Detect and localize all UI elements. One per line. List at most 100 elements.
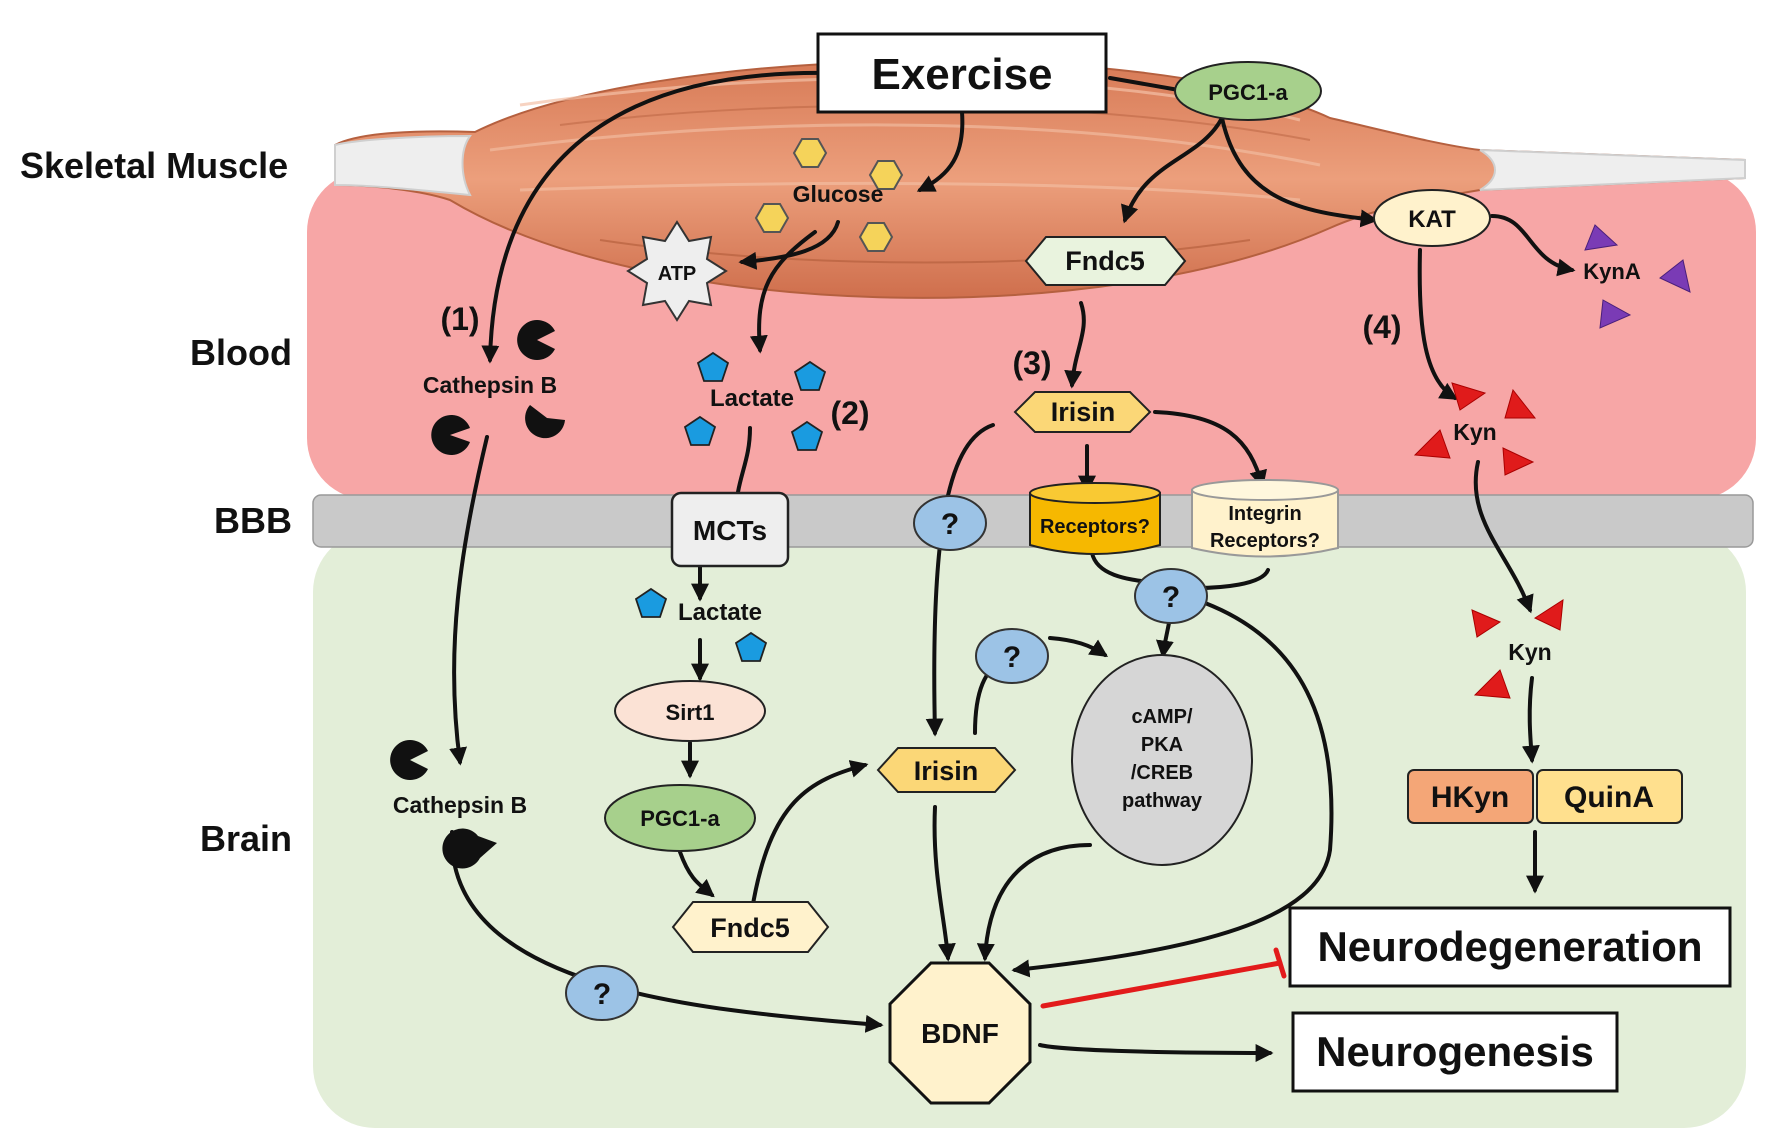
exercise-label: Exercise — [871, 50, 1052, 99]
arrow-pgc1a-fndc5-brain — [678, 850, 715, 898]
mcts-label: MCTs — [693, 515, 767, 546]
fndc5-muscle-node — [1024, 236, 1187, 286]
glucose-molecules — [754, 138, 904, 252]
pentagon-3 — [683, 415, 717, 446]
arrow-fndc5-irisin-brain — [750, 760, 869, 912]
glucose-hexagon-2 — [868, 160, 904, 190]
pacman-3 — [525, 405, 565, 439]
triangle-5 — [1471, 609, 1502, 638]
triangle-3 — [1413, 429, 1451, 459]
question-mark-label: ? — [1003, 641, 1021, 674]
pgc1a-brain-node — [604, 784, 756, 852]
arrow-pgc1a-fndc5 — [1121, 116, 1224, 224]
arrow-q-camp — [1048, 636, 1108, 657]
arrow-exercise-cathepsin — [481, 70, 832, 364]
pacman-1 — [517, 320, 555, 360]
pentagon-2 — [793, 360, 827, 391]
kyn-brain-label: Kyn — [1508, 639, 1551, 665]
exercise-box — [816, 32, 1108, 114]
triangle-10 — [1599, 299, 1632, 329]
question-mark-label: ? — [941, 508, 959, 541]
atp-node — [626, 220, 728, 322]
triangle-1 — [1451, 382, 1487, 411]
pentagon-4 — [790, 420, 824, 451]
neurogenesis-label: Neurogenesis — [1316, 1028, 1594, 1075]
lactate-pentagons-brain — [634, 587, 768, 662]
pentagon-5 — [634, 587, 668, 618]
sirt1-node — [614, 680, 766, 742]
atp-label: ATP — [658, 263, 697, 285]
cathepsin-b-blood-label: Cathepsin B — [423, 372, 557, 398]
quina-label: QuinA — [1564, 781, 1654, 814]
kyn-triangles-brain — [1471, 599, 1564, 699]
region-label-skeletal-muscle: Skeletal Muscle — [20, 145, 288, 186]
camp-pathway-node — [1071, 654, 1253, 866]
kyn-blood-label: Kyn — [1453, 419, 1496, 445]
region-label-brain: Brain — [200, 818, 292, 859]
triangle-8 — [1584, 224, 1619, 251]
inhibit-bdnf-neurodegeneration — [1040, 960, 1283, 1009]
arrow-camp-bdnf — [976, 843, 1092, 962]
pgc1a-brain-label: PGC1-a — [640, 806, 720, 831]
pathway-label-3: (3) — [1012, 345, 1051, 381]
arrow-pgc1a-kat — [1220, 116, 1379, 228]
receptors-node — [1029, 482, 1161, 555]
arrow-lactate-mcts — [736, 426, 752, 494]
hkyn-node — [1407, 769, 1534, 824]
mcts-node — [670, 491, 790, 568]
neurogenesis-box — [1291, 1011, 1619, 1093]
question-mark-label: ? — [593, 978, 611, 1011]
bdnf-label: BDNF — [921, 1018, 999, 1049]
triangle-2 — [1504, 388, 1537, 419]
arrow-irisin-bdnf — [932, 805, 956, 962]
question-node-irisin: ? — [975, 628, 1049, 684]
glucose-hexagon-4 — [858, 222, 894, 252]
question-node-merge: ? — [1134, 568, 1208, 624]
lactate-brain-label: Lactate — [678, 599, 762, 626]
pacman-5 — [442, 828, 497, 869]
irisin-brain-label: Irisin — [914, 756, 979, 786]
pathway-label-1: (1) — [440, 301, 479, 337]
region-label-blood: Blood — [190, 332, 292, 373]
quina-node — [1536, 769, 1683, 824]
fndc5-brain-node — [671, 901, 830, 953]
camp-label-line4: pathway — [1122, 790, 1203, 812]
arrow-kat-kyna — [1490, 214, 1576, 277]
integrin-label-line2: Receptors? — [1210, 530, 1320, 552]
region-label-bbb: BBB — [214, 500, 292, 541]
integrin-label-line1: Integrin — [1228, 503, 1301, 525]
irisin-brain-node — [876, 747, 1017, 793]
sirt1-label: Sirt1 — [666, 700, 715, 725]
question-node-bbb: ? — [913, 495, 987, 551]
arrow-exercise-glucose — [916, 110, 965, 192]
glucose-label: Glucose — [793, 181, 884, 207]
arrow-kat-kyn — [1417, 248, 1459, 400]
integrin-receptors-node — [1191, 479, 1339, 558]
pentagon-6 — [734, 631, 768, 662]
bdnf-node — [888, 961, 1032, 1105]
fndc5-brain-label: Fndc5 — [710, 913, 790, 943]
kat-label: KAT — [1408, 206, 1456, 233]
kyn-triangles-blood — [1413, 382, 1537, 476]
camp-label-line1: cAMP/ — [1131, 706, 1193, 728]
pathway-label-2: (2) — [830, 395, 869, 431]
arrow-glucose-atp — [738, 220, 840, 270]
hkyn-label: HKyn — [1431, 781, 1509, 814]
cathepsin-pacman-brain — [390, 740, 497, 869]
neurodegeneration-box — [1288, 906, 1732, 988]
kyna-triangles — [1584, 224, 1691, 329]
lactate-pentagons-blood — [683, 351, 827, 451]
triangle-9 — [1659, 259, 1691, 293]
cathepsin-pacman-blood — [431, 320, 565, 456]
triangle-7 — [1473, 669, 1511, 699]
triangle-6 — [1533, 599, 1564, 631]
glucose-hexagon-1 — [792, 138, 828, 168]
arrow-kyn-brain-hkyn — [1521, 676, 1540, 764]
neurodegeneration-label: Neurodegeneration — [1317, 923, 1702, 970]
irisin-blood-node — [1013, 391, 1152, 433]
pathway-label-4: (4) — [1362, 309, 1401, 345]
pacman-4 — [390, 740, 428, 780]
question-mark-label: ? — [1162, 581, 1180, 614]
question-node-cathepsin: ? — [565, 965, 639, 1021]
